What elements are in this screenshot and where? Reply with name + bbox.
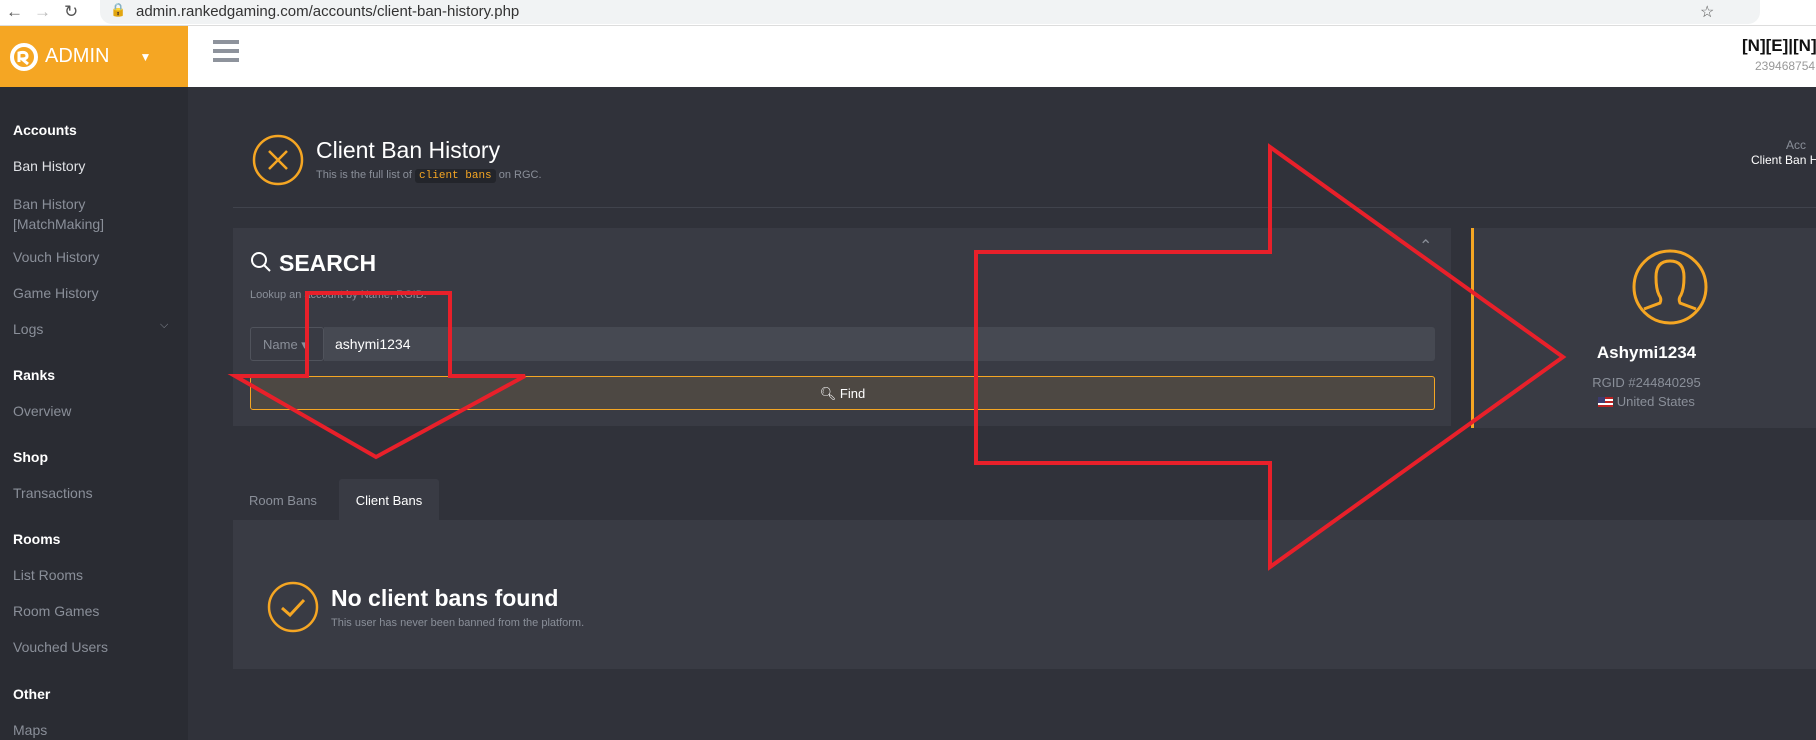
sidebar-heading-shop: Shop <box>13 449 48 465</box>
tab-client-bans[interactable]: Client Bans <box>339 479 439 520</box>
profile-card: Ashymi1234 RGID #244840295 United States <box>1471 228 1816 428</box>
breadcrumb-parent[interactable]: Acc <box>1786 138 1807 152</box>
sidebar-item-ban-history[interactable]: Ban History <box>13 158 86 174</box>
star-icon[interactable]: ☆ <box>1700 4 1715 21</box>
ban-x-icon <box>252 134 304 186</box>
sidebar-item-maps[interactable]: Maps <box>13 722 48 738</box>
sidebar: Accounts Ban History Ban History [MatchM… <box>0 87 188 740</box>
sidebar-heading-accounts: Accounts <box>13 122 77 138</box>
sidebar-item-logs[interactable]: Logs <box>13 321 44 337</box>
page-subtitle: This is the full list of client bans on … <box>316 169 542 183</box>
profile-country: United States <box>1474 394 1816 409</box>
subtitle-text: This is the full list of <box>316 169 412 181</box>
caret-down-icon: ▼ <box>139 49 152 64</box>
search-panel: SEARCH Lookup an account by Name, RGID. … <box>233 228 1451 426</box>
breadcrumb-current: Client Ban H <box>1751 153 1816 167</box>
search-hint: Lookup an account by Name, RGID. <box>250 289 427 301</box>
reload-icon[interactable]: ↻ <box>64 2 79 21</box>
top-header: [N][E]|[N][E] 239468754 <box>0 26 1816 87</box>
sidebar-item-transactions[interactable]: Transactions <box>13 485 93 501</box>
sidebar-item-vouched-users[interactable]: Vouched Users <box>13 639 108 655</box>
avatar-icon <box>1632 249 1708 325</box>
search-icon: 🔍︎ <box>819 386 837 401</box>
header-username[interactable]: [N][E]|[N][E] <box>1742 36 1816 55</box>
sidebar-item-overview[interactable]: Overview <box>13 403 72 419</box>
hamburger-menu-icon[interactable] <box>213 40 239 62</box>
divider <box>233 207 1816 208</box>
search-type-value: Name <box>263 337 298 352</box>
search-input[interactable]: ashymi1234 <box>324 327 1435 361</box>
search-title: SEARCH <box>279 250 377 276</box>
chevron-down-icon: ⌵ <box>160 319 169 331</box>
lock-icon: 🔒 <box>110 2 127 17</box>
sidebar-heading-ranks: Ranks <box>13 367 56 383</box>
logo-icon <box>10 42 38 71</box>
sidebar-item-room-games[interactable]: Room Games <box>13 603 100 619</box>
tab-room-bans[interactable]: Room Bans <box>249 493 317 508</box>
find-button[interactable]: 🔍︎ Find <box>250 376 1435 410</box>
search-icon <box>251 252 271 272</box>
subtitle-code: client bans <box>415 169 496 183</box>
profile-name: Ashymi1234 <box>1596 343 1697 362</box>
subtitle-text-end: on RGC. <box>498 169 542 181</box>
sidebar-item-vouch-history[interactable]: Vouch History <box>13 249 100 265</box>
sidebar-item-ban-history-matchmaking[interactable]: Ban History [MatchMaking] <box>13 196 105 232</box>
profile-rgid: RGID #244840295 <box>1592 375 1701 390</box>
forward-icon[interactable]: → <box>34 2 51 21</box>
us-flag-icon <box>1598 397 1614 407</box>
page-title: Client Ban History <box>316 137 501 163</box>
country-name: United States <box>1616 394 1695 409</box>
url-text: admin.rankedgaming.com/accounts/client-b… <box>136 3 520 20</box>
no-bans-message: This user has never been banned from the… <box>331 617 585 629</box>
header-user-id: 239468754 <box>1755 59 1816 73</box>
sidebar-heading-rooms: Rooms <box>13 531 61 547</box>
collapse-chevron-icon[interactable]: ⌃ <box>1419 238 1433 255</box>
check-circle-icon <box>267 581 319 633</box>
no-bans-title: No client bans found <box>331 585 559 611</box>
brand-label: ADMIN <box>45 45 110 67</box>
address-bar[interactable]: 🔒 admin.rankedgaming.com/accounts/client-… <box>100 0 1760 24</box>
search-type-select[interactable]: Name ▾ <box>250 327 324 361</box>
results-panel: No client bans found This user has never… <box>233 520 1816 669</box>
browser-toolbar: ← → ↻ 🔒 admin.rankedgaming.com/accounts/c… <box>0 0 1816 26</box>
sidebar-item-list-rooms[interactable]: List Rooms <box>13 567 84 583</box>
sidebar-heading-other: Other <box>13 686 51 702</box>
brand-dropdown[interactable]: ADMIN ▼ <box>0 26 188 87</box>
back-icon[interactable]: ← <box>6 2 23 21</box>
find-label: Find <box>839 386 866 401</box>
sidebar-item-game-history[interactable]: Game History <box>13 285 99 301</box>
